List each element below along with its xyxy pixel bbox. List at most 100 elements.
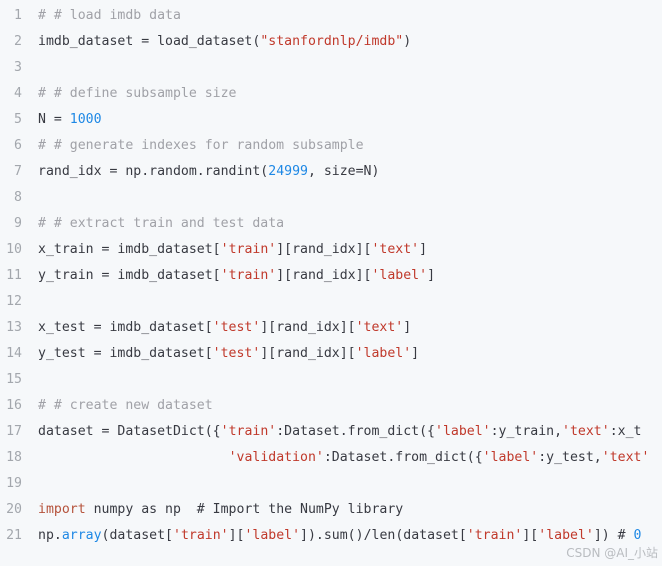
code-token: 'train' <box>220 242 277 257</box>
code-token: 'label' <box>538 528 594 543</box>
code-line: 21 np.array(dataset['train']['label']).su… <box>0 523 662 549</box>
line-number: 7 <box>14 164 22 179</box>
code-line: 17 dataset = DatasetDict({'train':Dataset… <box>0 419 662 445</box>
line-number: 3 <box>14 60 22 75</box>
code-text: # # create new dataset <box>38 393 213 419</box>
code-token: ]) # <box>593 528 634 543</box>
code-line: 8 <box>0 185 662 211</box>
code-token: (dataset[ <box>101 528 173 543</box>
code-token: x_test = imdb_dataset[ <box>38 320 213 335</box>
code-block[interactable]: 1 # # load imdb data 2 imdb_dataset = load_… <box>0 3 662 566</box>
code-token: ][rand_idx][ <box>260 346 356 361</box>
line-number: 17 <box>6 424 22 439</box>
code-token: 'label' <box>355 346 412 361</box>
code-line: 20 import numpy as np # Import the NumPy … <box>0 497 662 523</box>
code-token: 'text' <box>371 242 420 257</box>
line-number: 18 <box>6 450 22 465</box>
line-number: 9 <box>14 216 22 231</box>
code-token: # # define subsample size <box>38 86 237 101</box>
code-text: np.array(dataset['train']['label']).sum(… <box>38 523 641 549</box>
code-token: ] <box>419 242 428 257</box>
code-token: 'train' <box>173 528 229 543</box>
line-number: 21 <box>6 528 22 543</box>
code-token: imdb_dataset = load_dataset( <box>38 34 261 49</box>
code-line: 13 x_test = imdb_dataset['test'][rand_idx… <box>0 315 662 341</box>
code-token: 'test' <box>212 346 261 361</box>
code-line: 16 # # create new dataset <box>0 393 662 419</box>
code-token: y_train = imdb_dataset[ <box>38 268 221 283</box>
code-token: 'label' <box>482 450 539 465</box>
code-token: 'label' <box>435 424 491 439</box>
code-token: 'label' <box>371 268 428 283</box>
code-token: N = <box>38 112 70 127</box>
code-line: 12 <box>0 289 662 315</box>
code-text: N = 1000 <box>38 107 102 133</box>
code-line: 18 'validation':Dataset.from_dict({'labe… <box>0 445 662 471</box>
code-token: ][ <box>228 528 245 543</box>
code-token: numpy as np # Import the NumPy library <box>85 502 404 517</box>
code-token: 'test' <box>212 320 261 335</box>
code-token: :Dataset.from_dict({ <box>276 424 435 439</box>
code-line: 3 <box>0 55 662 81</box>
code-token: "stanfordnlp/imdb" <box>260 34 404 49</box>
code-token: 'text' <box>562 424 610 439</box>
code-token: # # create new dataset <box>38 398 213 413</box>
code-text: y_test = imdb_dataset['test'][rand_idx][… <box>38 341 419 367</box>
code-token: # # load imdb data <box>38 8 181 23</box>
line-number: 20 <box>6 502 22 517</box>
code-token: y_test = imdb_dataset[ <box>38 346 213 361</box>
code-token: 'text' <box>601 450 650 465</box>
code-token: :Dataset.from_dict({ <box>323 450 483 465</box>
line-number: 15 <box>6 372 22 387</box>
line-number: 14 <box>6 346 22 361</box>
code-line: 2 imdb_dataset = load_dataset("stanfordnl… <box>0 29 662 55</box>
code-token: ) <box>403 34 412 49</box>
code-text: # # load imdb data <box>38 3 181 29</box>
code-text: x_train = imdb_dataset['train'][rand_idx… <box>38 237 427 263</box>
code-line: 15 <box>0 367 662 393</box>
code-token: # # extract train and test data <box>38 216 285 231</box>
line-number: 11 <box>6 268 22 283</box>
line-number: 4 <box>14 86 22 101</box>
line-number: 2 <box>14 34 22 49</box>
code-token: dataset = DatasetDict({ <box>38 424 221 439</box>
code-text: rand_idx = np.random.randint(24999, size… <box>38 159 379 185</box>
code-line: 4 # # define subsample size <box>0 81 662 107</box>
code-text: # # define subsample size <box>38 81 237 107</box>
code-token: 'label' <box>244 528 301 543</box>
code-text: # # generate indexes for random subsampl… <box>38 133 364 159</box>
code-token: ][ <box>522 528 539 543</box>
code-token: ][rand_idx][ <box>260 320 356 335</box>
code-token: 'train' <box>466 528 523 543</box>
line-number: 1 <box>14 8 22 23</box>
code-token: 24999 <box>268 164 308 179</box>
code-token: 0 <box>633 528 642 543</box>
line-number: 16 <box>6 398 22 413</box>
code-token: np. <box>38 528 62 543</box>
code-line: 1 # # load imdb data <box>0 3 662 29</box>
line-number: 5 <box>14 112 22 127</box>
line-number: 13 <box>6 320 22 335</box>
code-text: dataset = DatasetDict({'train':Dataset.f… <box>38 419 641 445</box>
code-text: imdb_dataset = load_dataset("stanfordnlp… <box>38 29 411 55</box>
code-token: # # generate indexes for random subsampl… <box>38 138 364 153</box>
code-line: 9 # # extract train and test data <box>0 211 662 237</box>
code-token: rand_idx = np.random.randint( <box>38 164 269 179</box>
code-line: 10 x_train = imdb_dataset['train'][rand_i… <box>0 237 662 263</box>
code-text: 'validation':Dataset.from_dict({'label':… <box>38 445 650 471</box>
code-text: import numpy as np # Import the NumPy li… <box>38 497 403 523</box>
code-token: x_train = imdb_dataset[ <box>38 242 221 257</box>
line-number: 6 <box>14 138 22 153</box>
code-line: 6 # # generate indexes for random subsamp… <box>0 133 662 159</box>
line-number: 19 <box>6 476 22 491</box>
line-number: 10 <box>6 242 22 257</box>
code-text: y_train = imdb_dataset['train'][rand_idx… <box>38 263 435 289</box>
code-token: 1000 <box>69 112 102 127</box>
code-token: ] <box>411 346 420 361</box>
code-token: :x_t <box>609 424 642 439</box>
code-token <box>38 450 229 465</box>
code-token: 'text' <box>355 320 404 335</box>
code-token: , size=N) <box>307 164 380 179</box>
code-token: ][rand_idx][ <box>276 268 372 283</box>
code-token: ] <box>403 320 412 335</box>
